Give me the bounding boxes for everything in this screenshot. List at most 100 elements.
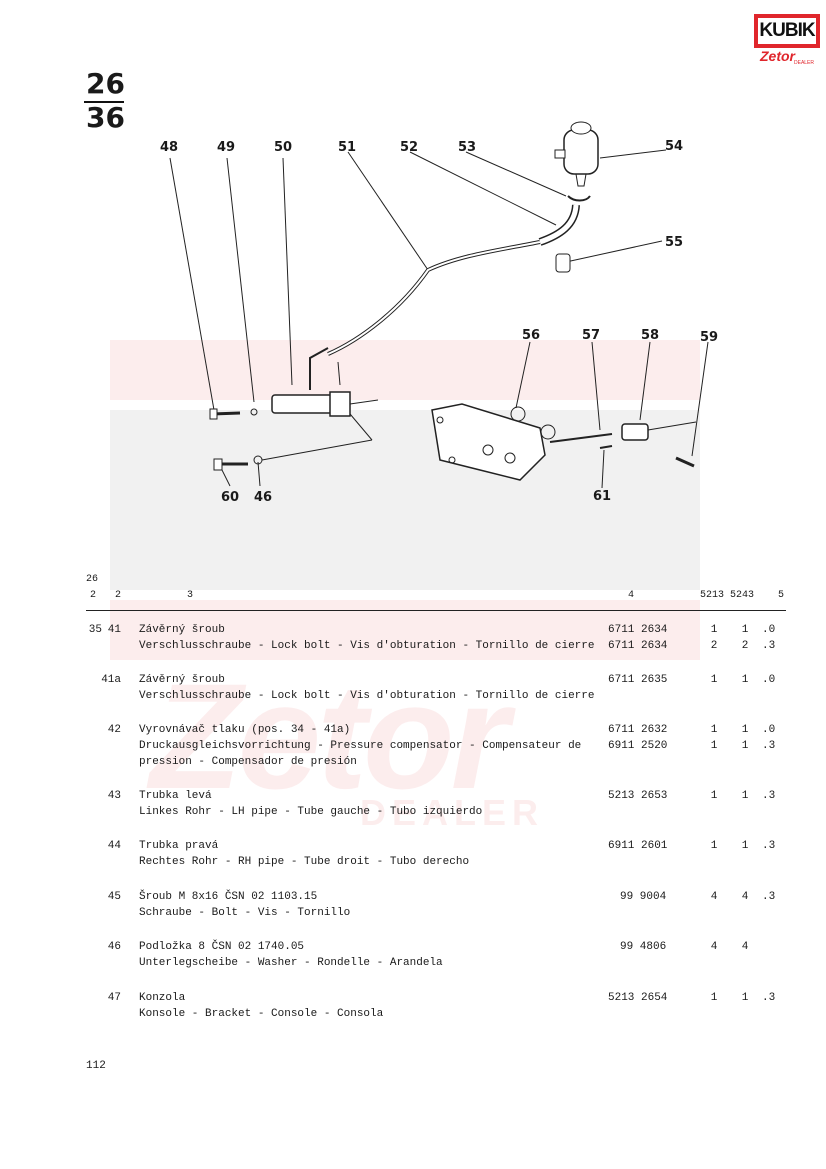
part-number: 5213 2653 [608,790,668,802]
row-desc-cz: Šroub M 8x16 ČSN 02 1103.15 [139,891,318,903]
variant-code: .3 [762,640,776,652]
page-sheet-code: 36 [86,101,125,134]
qty-5243: 1 [741,674,749,686]
part-number: 6911 2601 [608,840,668,852]
variant-code: .3 [762,740,776,752]
column-header-5213: 5213 [700,590,725,601]
row-desc-intl: Verschlusschraube - Lock bolt - Vis d'ob… [139,690,595,702]
qty-5213: 4 [710,941,718,953]
watermark-zetor: Zetor [150,652,509,820]
row-desc-intl-cont: pression - Compensador de presión [139,756,357,768]
callout-46: 46 [254,490,273,505]
callout-55: 55 [665,235,684,250]
callout-53: 53 [458,140,477,155]
logo-zetor: Zetor [760,48,795,64]
row-desc-cz: Závěrný šroub [139,624,225,636]
variant-code: .0 [762,674,776,686]
row-pos-2: 47 [107,992,121,1004]
row-desc-cz: Konzola [139,992,186,1004]
part-number: 6711 2634 [608,624,668,636]
row-pos-2: 41a [101,674,121,686]
logo-brand: KUBIK [758,18,816,44]
row-desc-cz: Trubka pravá [139,840,219,852]
row-desc-intl: Verschlusschraube - Lock bolt - Vis d'ob… [139,640,595,652]
kubik-zetor-logo: KUBIK Zetor DEALER [754,14,820,70]
part-number: 99 9004 [620,891,667,903]
column-header-2: 2 [115,590,122,601]
qty-5243: 4 [741,941,749,953]
callout-48: 48 [160,140,179,155]
row-desc-intl: Druckausgleichsvorrichtung - Pressure co… [139,740,582,752]
row-desc-cz: Vyrovnávač tlaku (pos. 34 - 41a) [139,724,351,736]
logo-dealer: DEALER [794,60,815,66]
qty-5213: 1 [710,840,718,852]
callout-49: 49 [217,140,236,155]
callout-54: 54 [665,139,684,154]
page-code-divider [84,101,124,103]
qty-5213: 2 [710,640,718,652]
qty-5243: 1 [741,740,749,752]
column-header-1: 2 [90,590,97,601]
exploded-parts-diagram [169,121,709,489]
page-group-code: 26 [86,67,125,100]
variant-code: .3 [762,891,776,903]
table-header-rule [86,610,786,611]
table-group-code: 26 [86,574,99,585]
row-desc-intl: Linkes Rohr - LH pipe - Tube gauche - Tu… [139,806,483,818]
column-header-5: 5 [778,590,785,601]
qty-5243: 2 [741,640,749,652]
qty-5213: 4 [710,891,718,903]
part-number: 6711 2635 [608,674,668,686]
row-desc-cz: Podložka 8 ČSN 02 1740.05 [139,941,305,953]
qty-5213: 1 [710,740,718,752]
row-pos-2: 41 [107,624,121,636]
qty-5243: 4 [741,891,749,903]
qty-5213: 1 [710,790,718,802]
row-pos-2: 42 [107,724,121,736]
row-desc-cz: Trubka levá [139,790,212,802]
variant-code: .0 [762,724,776,736]
qty-5213: 1 [710,674,718,686]
column-header-3: 3 [187,590,194,601]
row-pos-2: 43 [107,790,121,802]
qty-5243: 1 [741,624,749,636]
callout-52: 52 [400,140,419,155]
qty-5243: 1 [741,840,749,852]
column-header-5243: 5243 [730,590,755,601]
part-number: 6711 2632 [608,724,668,736]
row-desc-intl: Rechtes Rohr - RH pipe - Tube droit - Tu… [139,856,470,868]
callout-60: 60 [221,490,240,505]
page-number: 112 [86,1060,106,1072]
callout-59: 59 [700,330,719,345]
variant-code: .0 [762,624,776,636]
qty-5243: 1 [741,790,749,802]
part-number: 5213 2654 [608,992,668,1004]
qty-5213: 1 [710,992,718,1004]
row-pos-1: 35 [88,624,102,636]
qty-5243: 1 [741,992,749,1004]
callout-57: 57 [582,328,601,343]
qty-5243: 1 [741,724,749,736]
column-header-4: 4 [628,590,635,601]
watermark-dealer: DEALER [360,792,545,833]
callout-56: 56 [522,328,541,343]
variant-code: .3 [762,992,776,1004]
part-number: 6911 2520 [608,740,668,752]
row-desc-intl: Unterlegscheibe - Washer - Rondelle - Ar… [139,957,443,969]
row-desc-intl: Schraube - Bolt - Vis - Tornillo [139,907,351,919]
row-desc-intl: Konsole - Bracket - Console - Consola [139,1008,384,1020]
qty-5213: 1 [710,624,718,636]
callout-50: 50 [274,140,293,155]
variant-code: .3 [762,790,776,802]
callout-58: 58 [641,328,660,343]
callout-61: 61 [593,489,612,504]
row-pos-2: 46 [107,941,121,953]
row-desc-cz: Závěrný šroub [139,674,225,686]
callout-51: 51 [338,140,357,155]
variant-code: .3 [762,840,776,852]
part-number: 99 4806 [620,941,667,953]
qty-5213: 1 [710,724,718,736]
row-pos-2: 44 [107,840,121,852]
part-number: 6711 2634 [608,640,668,652]
row-pos-2: 45 [107,891,121,903]
